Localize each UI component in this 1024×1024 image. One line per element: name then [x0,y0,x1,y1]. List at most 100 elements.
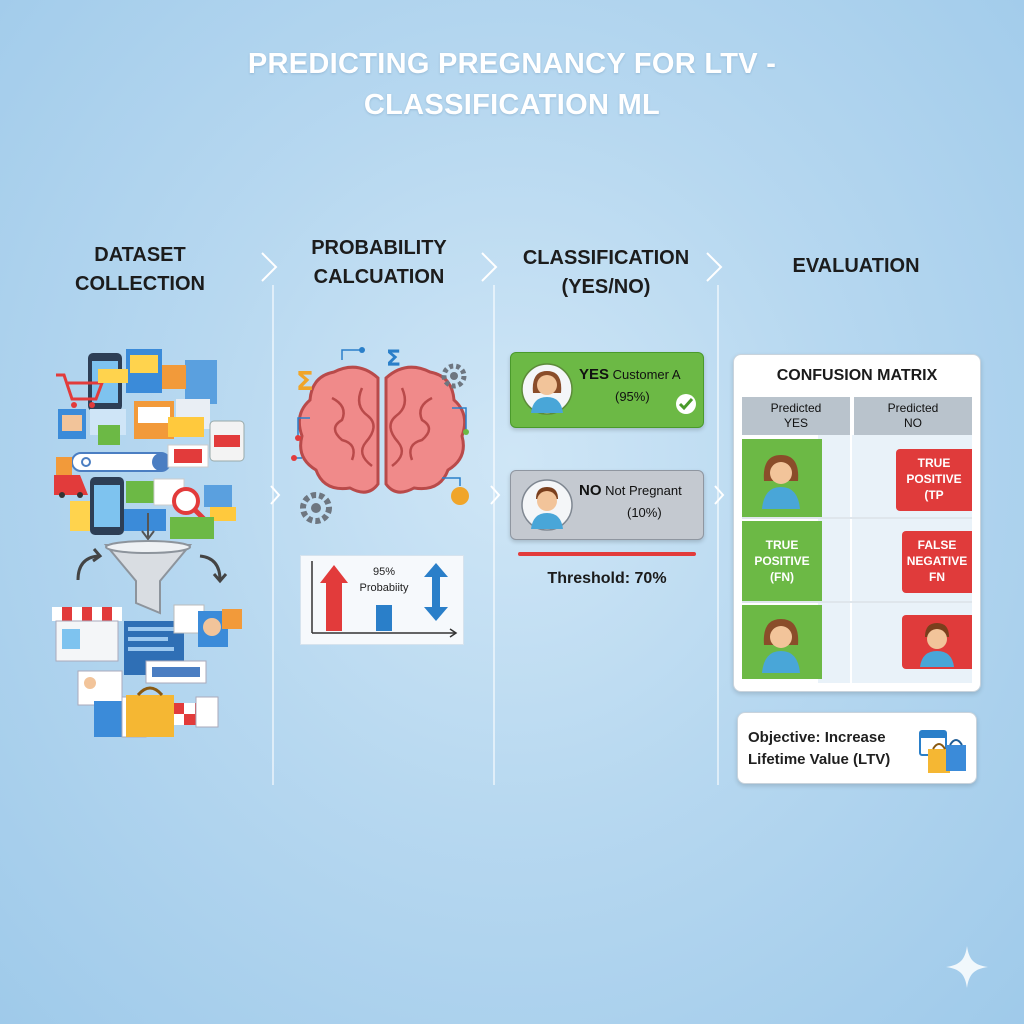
yes-customer-name: Customer A [612,367,681,382]
title-line-2: CLASSIFICATION ML [363,89,661,121]
gear-icon [300,492,332,524]
funnel-icon [103,540,193,615]
no-label-line: NO Not Pregnant [579,481,682,501]
objective-line: Objective: Increase [748,729,886,746]
up-down-arrow-icon [424,563,448,621]
shopping-bag-icon [126,695,174,737]
matrix-divider [742,517,972,519]
yes-label: YES [579,366,610,383]
storefront-icon [52,607,122,662]
classification-yes-card: YES Customer A (95%) [510,352,704,428]
chevron-right-icon [481,252,498,282]
column-heading-dataset: DATASET COLLECTION [50,241,230,299]
matrix-cell-r2-left: TRUE POSITIVE (FN) [742,521,822,601]
magnifier-icon [172,487,208,523]
cycle-arrow-icon [199,554,222,581]
shopping-cart-icon [56,373,105,408]
column-divider [717,285,719,785]
search-bar-icon [71,452,171,472]
header-line: NO [904,416,922,430]
cart-icon-red [54,475,88,495]
matrix-cell-r3-right [902,615,972,669]
shopping-calendar-icon [919,730,966,773]
page-title: PREDICTING PREGNANCY FOR LTV - CLASSIFIC… [0,44,1024,126]
sigma-icon: Σ [296,367,314,397]
column-heading-line: EVALUATION [792,255,920,277]
matrix-cell-r1-left [742,439,822,517]
confusion-matrix-grid: Predicted YES Predicted NO TRUE POSITIVE… [742,397,972,683]
objective-box: Objective: Increase Lifetime Value (LTV) [737,712,977,784]
probability-caption: Probabiity [359,582,409,594]
column-heading-line: (YES/NO) [561,276,651,298]
sigma-icon: Σ [386,347,401,372]
chevron-right-icon [270,485,281,505]
probability-bar [376,605,392,631]
header-line: Predicted [887,401,939,415]
column-heading-line: COLLECTION [75,273,205,295]
woman-avatar-icon [762,455,800,509]
woman-avatar-icon [521,363,573,415]
cell-label-line: TRUE [765,538,799,552]
cycle-arrow-icon [76,554,99,581]
header-predicted-no: Predicted NO [854,397,972,435]
chevron-right-icon [714,485,725,505]
sparkle-icon [946,946,988,988]
objective-line: Lifetime Value (LTV) [748,751,891,768]
brain-illustration: Σ Σ [291,347,469,524]
gear-icon [441,363,467,389]
cell-label-line: FALSE [917,538,957,552]
objective-text: Objective: Increase Lifetime Value (LTV) [748,727,890,771]
matrix-cell-r3-left [742,605,822,679]
header-line: YES [783,416,808,430]
confusion-matrix-title: CONFUSION MATRIX [776,367,938,384]
man-avatar-icon [521,479,573,531]
cell-label-line: NEGATIVE [906,554,968,568]
matrix-cell-r2-right: FALSE NEGATIVE FN [902,531,972,593]
probability-value: 95% [372,566,396,578]
threshold-label: Threshold: 70% [547,570,667,587]
column-divider [493,285,495,785]
no-probability: (10%) [627,505,662,520]
column-heading-classification: CLASSIFICATION (YES/NO) [508,244,704,302]
cell-label-line: (FN) [770,570,794,584]
dataset-collage-illustration [52,349,245,738]
column-heading-line: CALCUATION [313,266,445,288]
matrix-cell-r1-right: TRUE POSITIVE (TP [896,449,972,511]
woman-avatar-icon [762,619,800,673]
confusion-matrix-panel: CONFUSION MATRIX Predicted YES Predicted… [733,354,981,692]
cell-label-line: TRUE [917,456,951,470]
coin-icon [451,487,469,505]
matrix-divider [850,397,852,683]
check-icon [676,394,696,414]
title-line-1: PREDICTING PREGNANCY FOR LTV - [247,48,777,80]
shopping-bag-icon [928,749,950,773]
header-predicted-yes: Predicted YES [742,397,850,435]
yes-label-line: YES Customer A [579,365,681,385]
column-divider [272,285,274,785]
matrix-divider [742,601,972,603]
man-avatar-icon [920,623,954,667]
profile-card-icon [77,670,123,706]
probability-mini-chart [311,561,458,638]
threshold-line [518,552,696,556]
column-heading-line: PROBABILITY [311,237,447,259]
up-arrow-icon [320,565,348,631]
network-lines [294,349,467,486]
cell-label-line: FN [929,570,945,584]
cell-label-line: (TP [924,488,944,502]
column-heading-line: DATASET [94,244,186,266]
chevron-right-icon [490,485,501,505]
chevron-right-icon [706,252,723,282]
cell-label-line: POSITIVE [906,472,962,486]
no-customer-status: Not Pregnant [605,483,682,498]
header-line: Predicted [770,401,822,415]
brain-icon [297,365,467,494]
column-heading-probability: PROBABILITY CALCUATION [284,234,474,292]
classification-no-card: NO Not Pregnant (10%) [510,470,704,540]
column-heading-evaluation: EVALUATION [752,252,960,281]
tablet-icon [185,360,217,404]
chevron-right-icon [261,252,278,282]
cell-label-line: POSITIVE [754,554,810,568]
column-heading-line: CLASSIFICATION [522,247,690,269]
no-label: NO [579,482,602,499]
